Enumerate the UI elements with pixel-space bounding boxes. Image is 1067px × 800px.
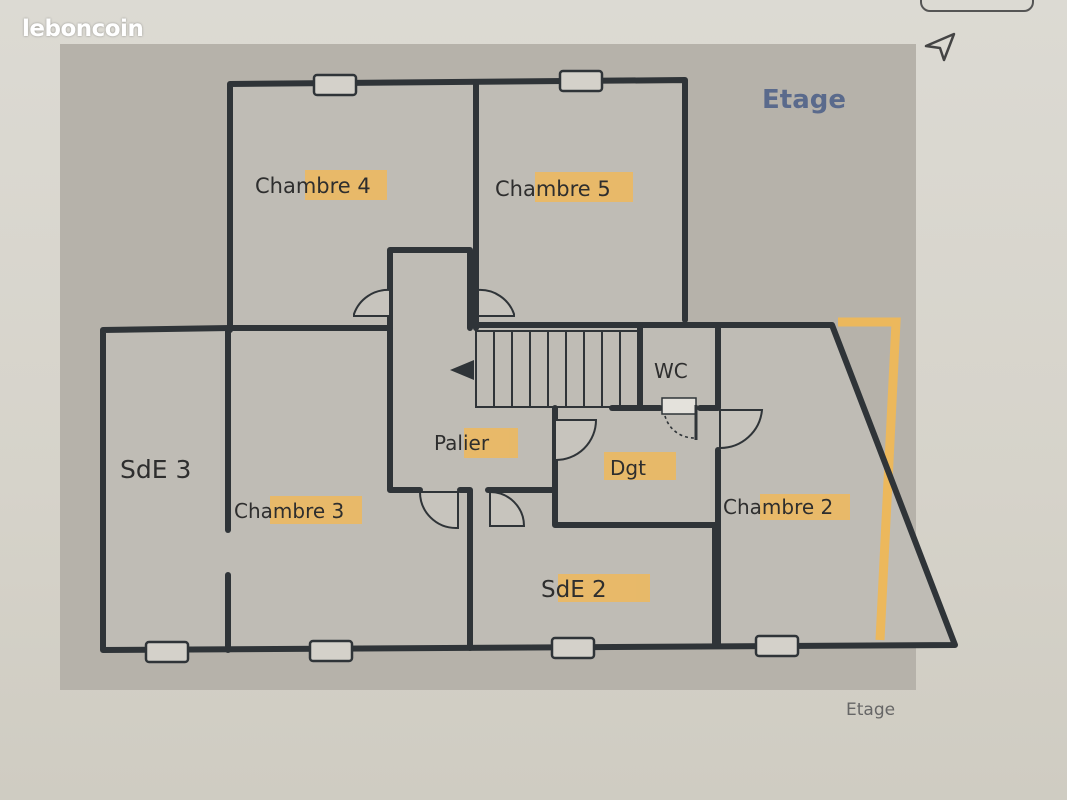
stair-arrow-icon (450, 360, 474, 380)
floor-title: Etage (762, 85, 846, 115)
top-pill-button[interactable] (920, 0, 1034, 12)
room-label-palier: Palier (434, 431, 490, 455)
plan-caption: Etage (846, 700, 896, 720)
room-label-chambre-5: Chambre 5 (495, 177, 611, 201)
room-label-chambre-2: Chambre 2 (723, 495, 833, 519)
send-arrow-icon[interactable] (922, 30, 958, 62)
room-label-dgt: Dgt (610, 456, 646, 480)
room-label-chambre-4: Chambre 4 (255, 174, 371, 198)
room-label-sde-3: SdE 3 (120, 455, 191, 484)
room-label-wc: WC (654, 359, 688, 383)
room-label-sde-2: SdE 2 (541, 577, 607, 603)
room-label-chambre-3: Chambre 3 (234, 499, 344, 523)
brand-logo: leboncoin (22, 16, 144, 42)
